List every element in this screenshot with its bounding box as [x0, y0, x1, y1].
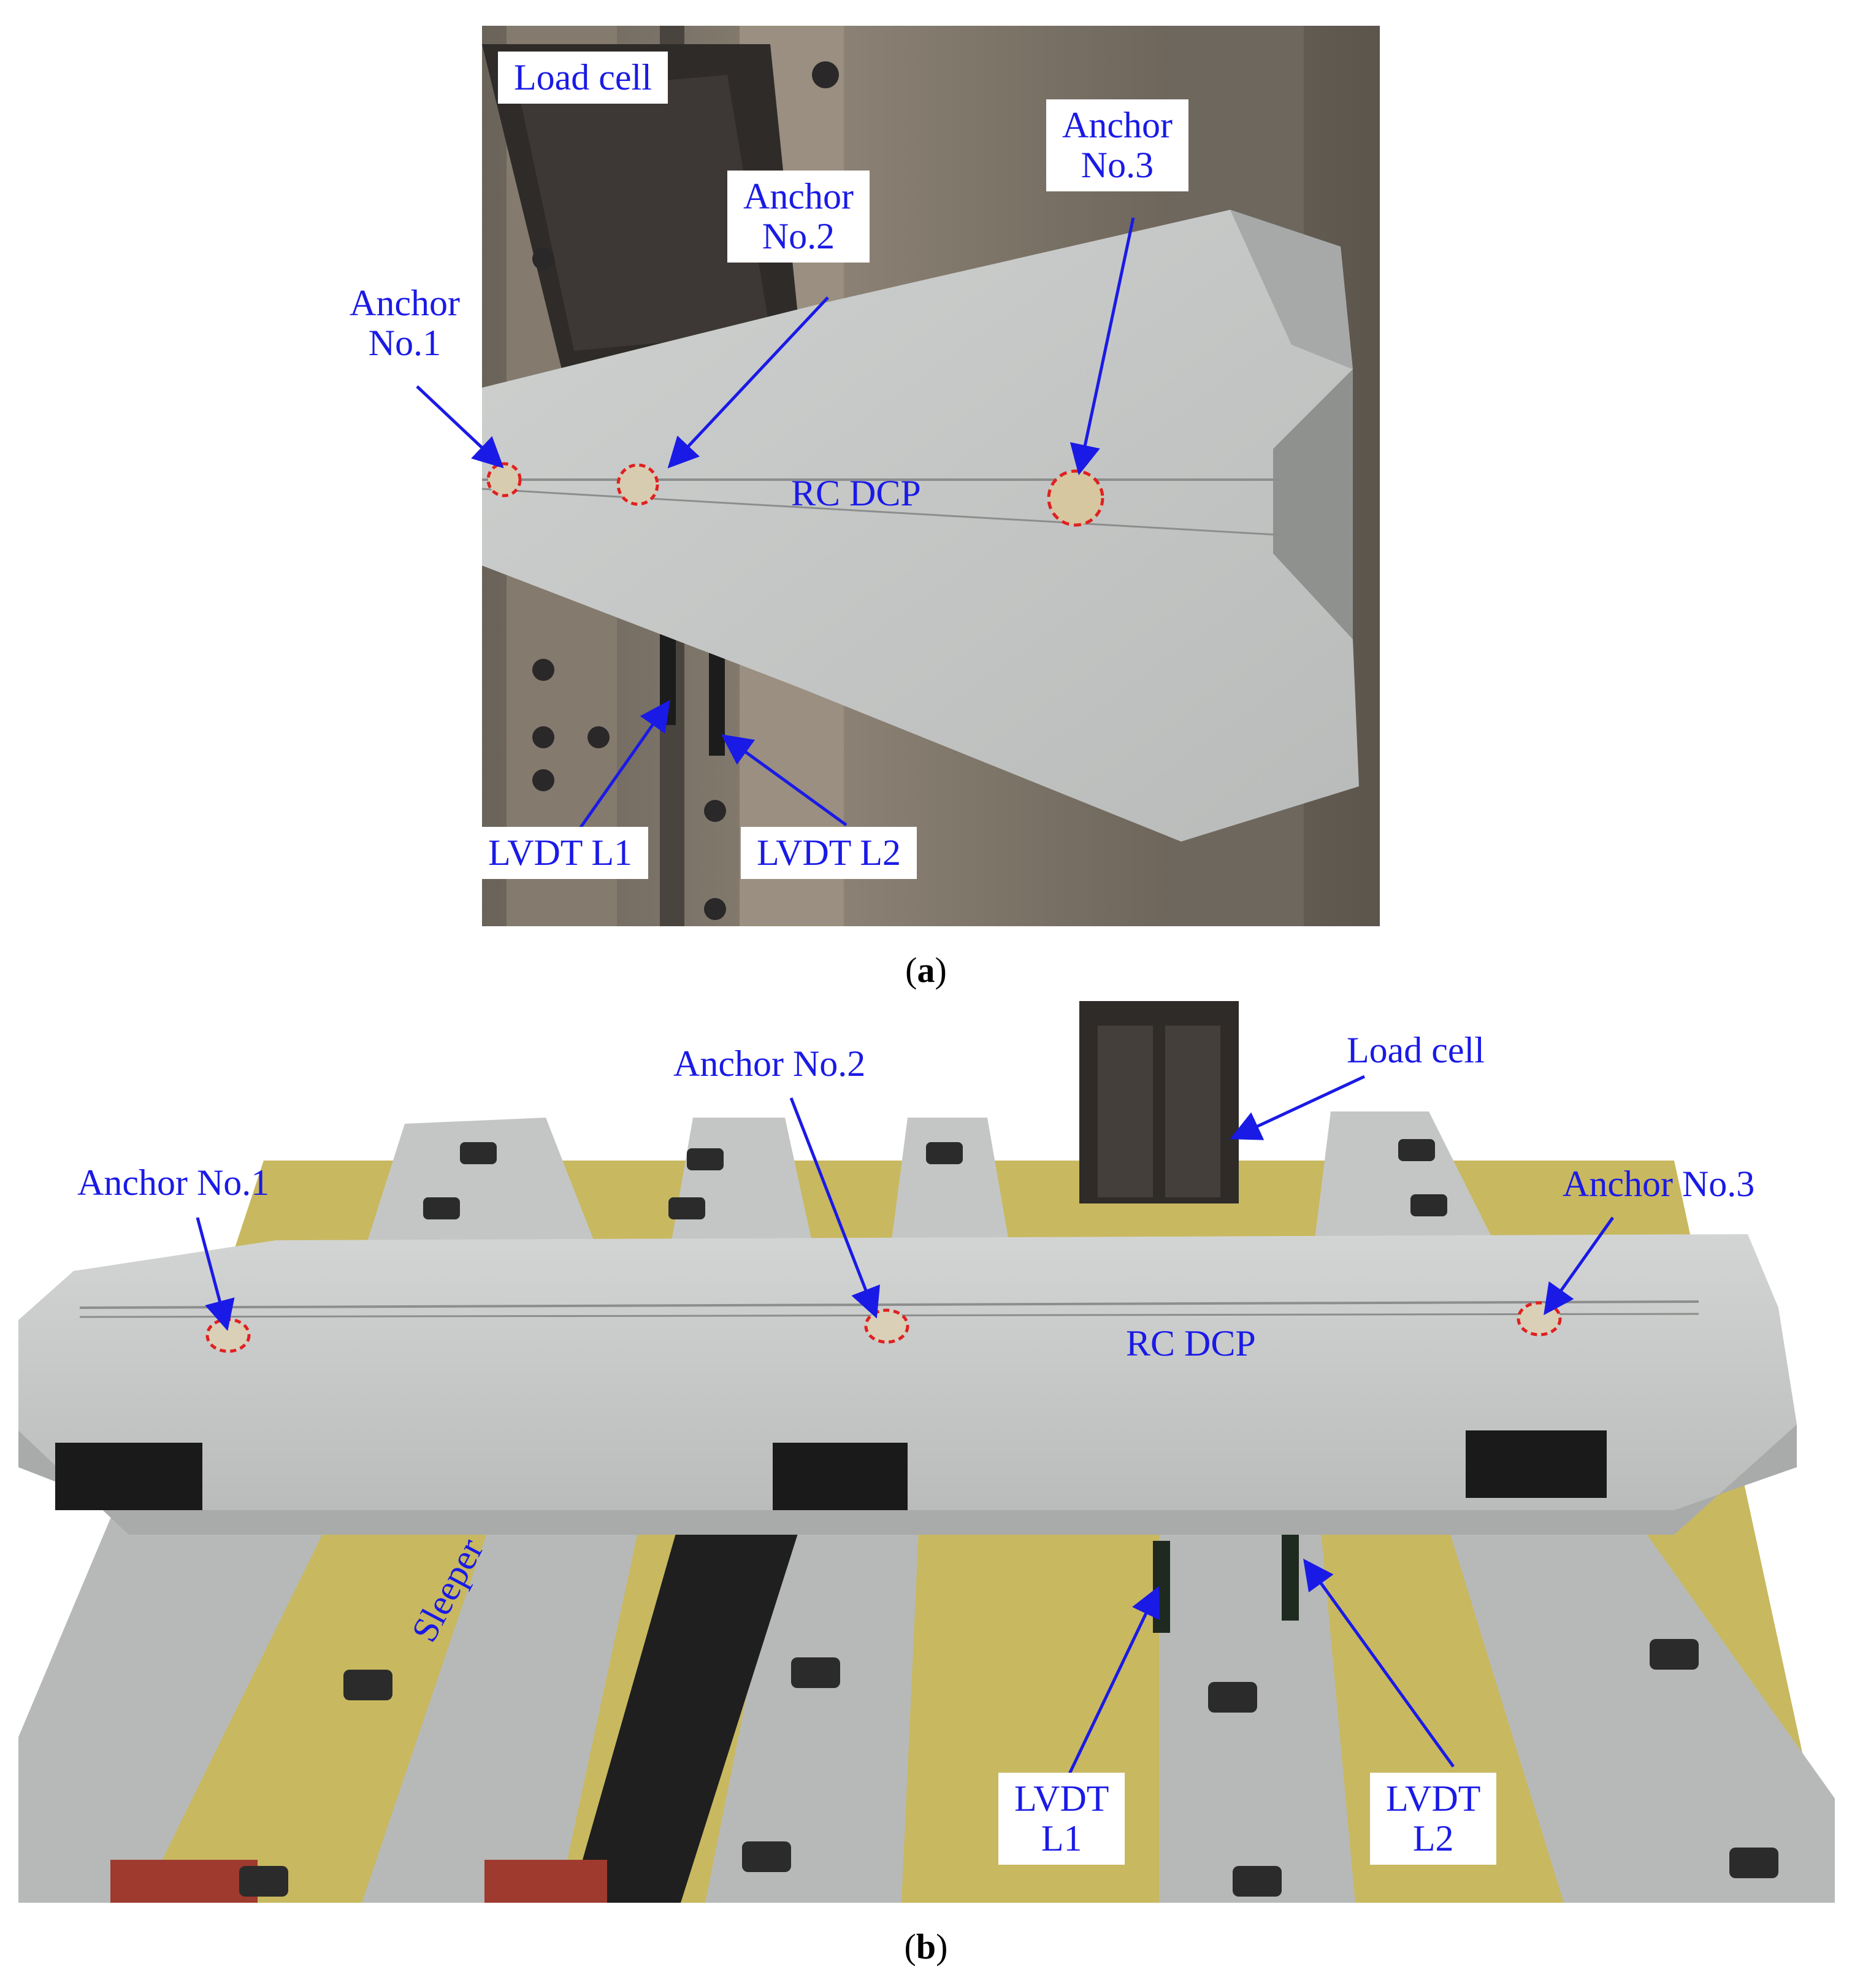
- label-b-rc-dcp-text: RC DCP: [1126, 1323, 1256, 1364]
- photo-panel-a: [482, 26, 1380, 926]
- label-a-load-cell: Load cell: [498, 52, 668, 104]
- label-a-anchor-3-line2: No.3: [1081, 144, 1154, 185]
- label-b-anchor-3: Anchor No.3: [1563, 1164, 1754, 1204]
- photo-a-scene: [482, 26, 1380, 926]
- load-cell-cavity-left: [1098, 1026, 1153, 1197]
- label-b-lvdt-l1-line2: L1: [1041, 1817, 1082, 1859]
- anchor-1-marker: [205, 1318, 251, 1353]
- label-b-lvdt-l2: LVDT L2: [1370, 1773, 1497, 1865]
- lvdt-l2-sensor: [1282, 1529, 1299, 1621]
- label-b-anchor-3-text: Anchor No.3: [1563, 1164, 1755, 1204]
- label-a-anchor-1-line1: Anchor: [350, 283, 460, 323]
- slab-notch: [1273, 369, 1353, 639]
- label-a-anchor-2-line1: Anchor: [743, 176, 854, 217]
- label-a-rc-dcp: RC DCP: [791, 474, 921, 513]
- label-a-anchor-3-line1: Anchor: [1062, 105, 1173, 145]
- anchor-2-marker: [864, 1308, 909, 1344]
- label-a-rc-dcp-text: RC DCP: [791, 473, 921, 513]
- label-a-anchor-1-line2: No.1: [368, 322, 442, 363]
- label-a-lvdt-l2-text: LVDT L2: [757, 832, 901, 873]
- label-b-load-cell: Load cell: [1347, 1030, 1485, 1070]
- label-b-lvdt-l2-line2: L2: [1412, 1817, 1454, 1859]
- steel-plate: [570, 1516, 803, 1903]
- rail-clips: [239, 1139, 1778, 1897]
- load-cell-cavity-right: [1165, 1026, 1220, 1197]
- photo-panel-b: [18, 1001, 1835, 1903]
- label-b-lvdt-l2-line1: LVDT: [1386, 1778, 1481, 1819]
- caption-a-letter: a: [917, 950, 935, 990]
- label-a-anchor-3: Anchor No.3: [1046, 99, 1188, 191]
- label-b-lvdt-l1-line1: LVDT: [1014, 1778, 1109, 1819]
- label-a-anchor-1: Anchor No.1: [350, 283, 460, 363]
- label-b-lvdt-l1: LVDT L1: [998, 1773, 1125, 1865]
- anchor-1-marker: [486, 462, 522, 497]
- label-a-lvdt-l1: LVDT L1: [472, 827, 649, 879]
- label-a-load-cell-text: Load cell: [514, 57, 652, 98]
- load-cell-face: [519, 75, 770, 351]
- label-b-anchor-2-text: Anchor No.2: [673, 1043, 866, 1084]
- end-plate-left: [110, 1860, 258, 1903]
- label-b-rc-dcp: RC DCP: [1126, 1324, 1256, 1364]
- label-b-anchor-1: Anchor No.1: [77, 1163, 269, 1203]
- caption-b: (b): [904, 1927, 948, 1967]
- end-plate-mid: [484, 1860, 607, 1903]
- lvdt-l1-sensor: [1153, 1541, 1170, 1633]
- groove-line-1: [79, 1300, 1699, 1309]
- photo-b-scene: [18, 1001, 1835, 1903]
- slab-pads: [55, 1430, 1607, 1510]
- label-b-load-cell-text: Load cell: [1347, 1030, 1485, 1070]
- label-a-lvdt-l2: LVDT L2: [741, 827, 917, 879]
- slab-front-face: [18, 1424, 1797, 1535]
- label-b-anchor-1-text: Anchor No.1: [77, 1162, 270, 1203]
- groove-line-2: [482, 488, 1280, 536]
- label-a-anchor-2-line2: No.2: [762, 215, 835, 256]
- caption-b-letter: b: [916, 1927, 936, 1967]
- anchor-2-marker: [616, 463, 659, 506]
- rc-dcp-slab: [18, 1234, 1797, 1535]
- lvdt-l2-sensor: [709, 651, 725, 756]
- lvdt-l1-sensor: [660, 633, 676, 725]
- slab-end-face: [1230, 210, 1353, 369]
- label-b-anchor-2: Anchor No.2: [673, 1044, 865, 1084]
- anchor-3-marker: [1517, 1301, 1562, 1337]
- anchor-3-marker: [1047, 469, 1104, 527]
- caption-a: (a): [905, 950, 947, 990]
- label-a-anchor-2: Anchor No.2: [727, 171, 870, 263]
- label-a-lvdt-l1-text: LVDT L1: [488, 832, 633, 873]
